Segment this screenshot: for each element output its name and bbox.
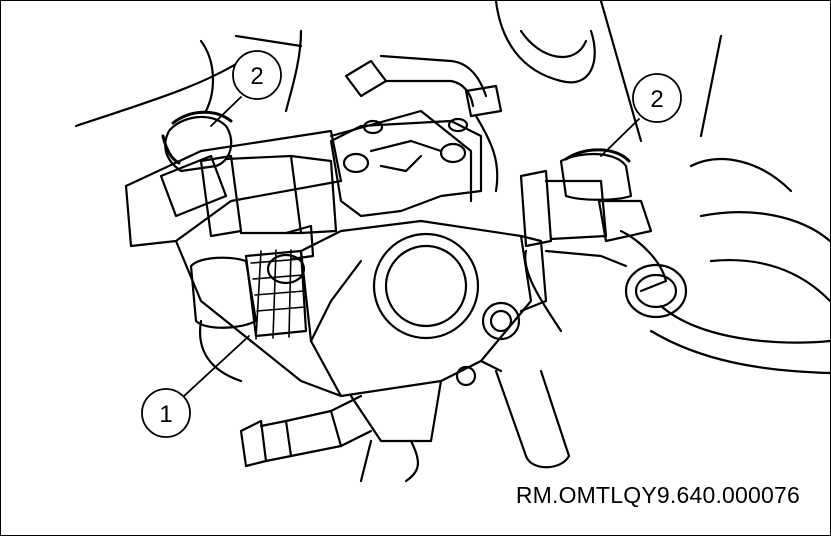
top-bracket: [329, 117, 483, 218]
top-hose: [344, 54, 503, 193]
callout-1: 1: [141, 335, 250, 438]
lower-right-pipe: [479, 359, 571, 469]
figure-reference-code: RM.OMTLQY9.640.000076: [515, 482, 800, 508]
callout-circle: [632, 73, 682, 123]
callout-circle: [141, 388, 191, 438]
lower-pipe: [239, 394, 373, 468]
callout-2-left: 2: [210, 50, 282, 127]
fuel-manifold-block: [124, 109, 548, 483]
left-fuel-fitting: [159, 110, 338, 238]
right-fuel-fitting: [519, 148, 688, 319]
callout-number: 2: [250, 63, 263, 90]
callout-number: 1: [159, 401, 172, 428]
callout-circle: [232, 50, 282, 100]
chassis-background: [74, 1, 830, 375]
callout-2-right: 2: [600, 73, 682, 157]
callout-number: 2: [650, 86, 663, 113]
round-port: [372, 232, 521, 387]
lower-left-fitting: [189, 224, 315, 383]
